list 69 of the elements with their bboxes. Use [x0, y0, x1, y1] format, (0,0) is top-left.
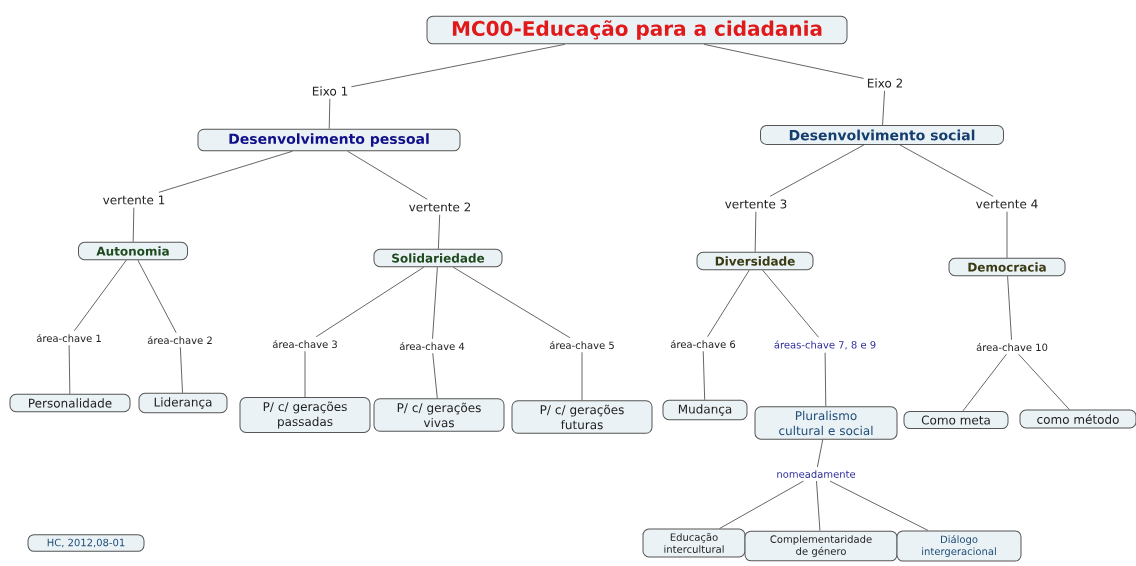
- concept-box: Diversidade: [696, 251, 814, 271]
- linking-phrase: área-chave 10: [976, 342, 1048, 352]
- concept-box: Educação intercultural: [642, 528, 746, 558]
- concept-box: Democracia: [948, 257, 1066, 277]
- concept-box: Liderança: [138, 392, 228, 414]
- linking-phrase: vertente 2: [409, 202, 471, 212]
- connector-line: [179, 346, 183, 394]
- concept-box: Pluralismo cultural e social: [754, 406, 898, 440]
- linking-phrase: área-chave 6: [670, 339, 736, 349]
- connector-line: [769, 144, 865, 197]
- connector-line: [347, 150, 428, 200]
- node-label: Complementaridade de género: [770, 535, 872, 557]
- linking-phrase: vertente 4: [976, 199, 1038, 209]
- connector-line: [1006, 211, 1008, 259]
- connector-line: [816, 439, 824, 468]
- concept-box: Desenvolvimento pessoal: [197, 128, 461, 152]
- connector-line: [829, 480, 929, 531]
- linking-phrase: área-chave 5: [549, 340, 614, 350]
- connector-line: [137, 259, 177, 334]
- connector-line: [432, 352, 438, 399]
- connector-line: [754, 211, 757, 253]
- linking-phrase: nomeadamente: [777, 470, 856, 478]
- connector-line: [962, 353, 1007, 412]
- linking-phrase: Eixo 1: [312, 86, 348, 96]
- connector-line: [132, 207, 135, 243]
- connector-line: [719, 480, 804, 529]
- connector-line: [581, 351, 583, 401]
- concept-box: Como meta: [903, 410, 1009, 430]
- connector-line: [315, 266, 425, 338]
- connector-line: [899, 144, 994, 197]
- connector-line: [707, 269, 750, 338]
- concept-box: HC, 2012,08-01: [27, 534, 145, 552]
- concept-box: MC00-Educação para a cidadania: [426, 15, 848, 45]
- connector-line: [351, 43, 566, 88]
- concept-box: Mudança: [662, 399, 748, 421]
- connector-line: [882, 90, 885, 126]
- connector-line: [1007, 275, 1012, 341]
- concept-box: P/ c/ gerações futuras: [511, 400, 653, 434]
- connector-line: [304, 350, 306, 398]
- connector-line: [158, 150, 293, 193]
- linking-phrase: Eixo 2: [867, 78, 903, 88]
- concept-box: Personalidade: [9, 393, 131, 413]
- linking-phrase: vertente 3: [725, 199, 787, 209]
- linking-phrase: área-chave 2: [147, 335, 212, 345]
- concept-box: Diálogo intergeracional: [896, 530, 1022, 562]
- concept-box: Autonomia: [78, 241, 188, 261]
- linking-phrase: área-chave 1: [36, 333, 101, 343]
- concept-box: Desenvolvimento social: [760, 125, 1004, 145]
- concept-box: Solidariedade: [373, 248, 503, 268]
- linking-phrase: área-chave 3: [272, 339, 337, 349]
- connector-line: [328, 98, 331, 130]
- connector-line: [762, 269, 819, 338]
- connector-line: [432, 266, 438, 340]
- connector-line: [68, 344, 71, 395]
- connector-line: [1018, 353, 1070, 411]
- connector-line: [73, 259, 127, 332]
- concept-box: P/ c/ gerações vivas: [373, 398, 505, 432]
- concept-box: Complementaridade de género: [744, 530, 898, 562]
- connector-line: [703, 43, 865, 79]
- concept-box: como método: [1019, 409, 1136, 429]
- linking-phrase: áreas-chave 7, 8 e 9: [774, 340, 876, 350]
- connector-line: [437, 214, 441, 250]
- connector-line: [702, 350, 706, 401]
- concept-box: P/ c/ gerações passadas: [239, 397, 371, 433]
- connector-line: [824, 352, 827, 407]
- linking-phrase: vertente 1: [103, 195, 165, 205]
- linking-phrase: área-chave 4: [399, 341, 465, 351]
- connector-line: [452, 266, 571, 339]
- connector-line: [816, 480, 821, 532]
